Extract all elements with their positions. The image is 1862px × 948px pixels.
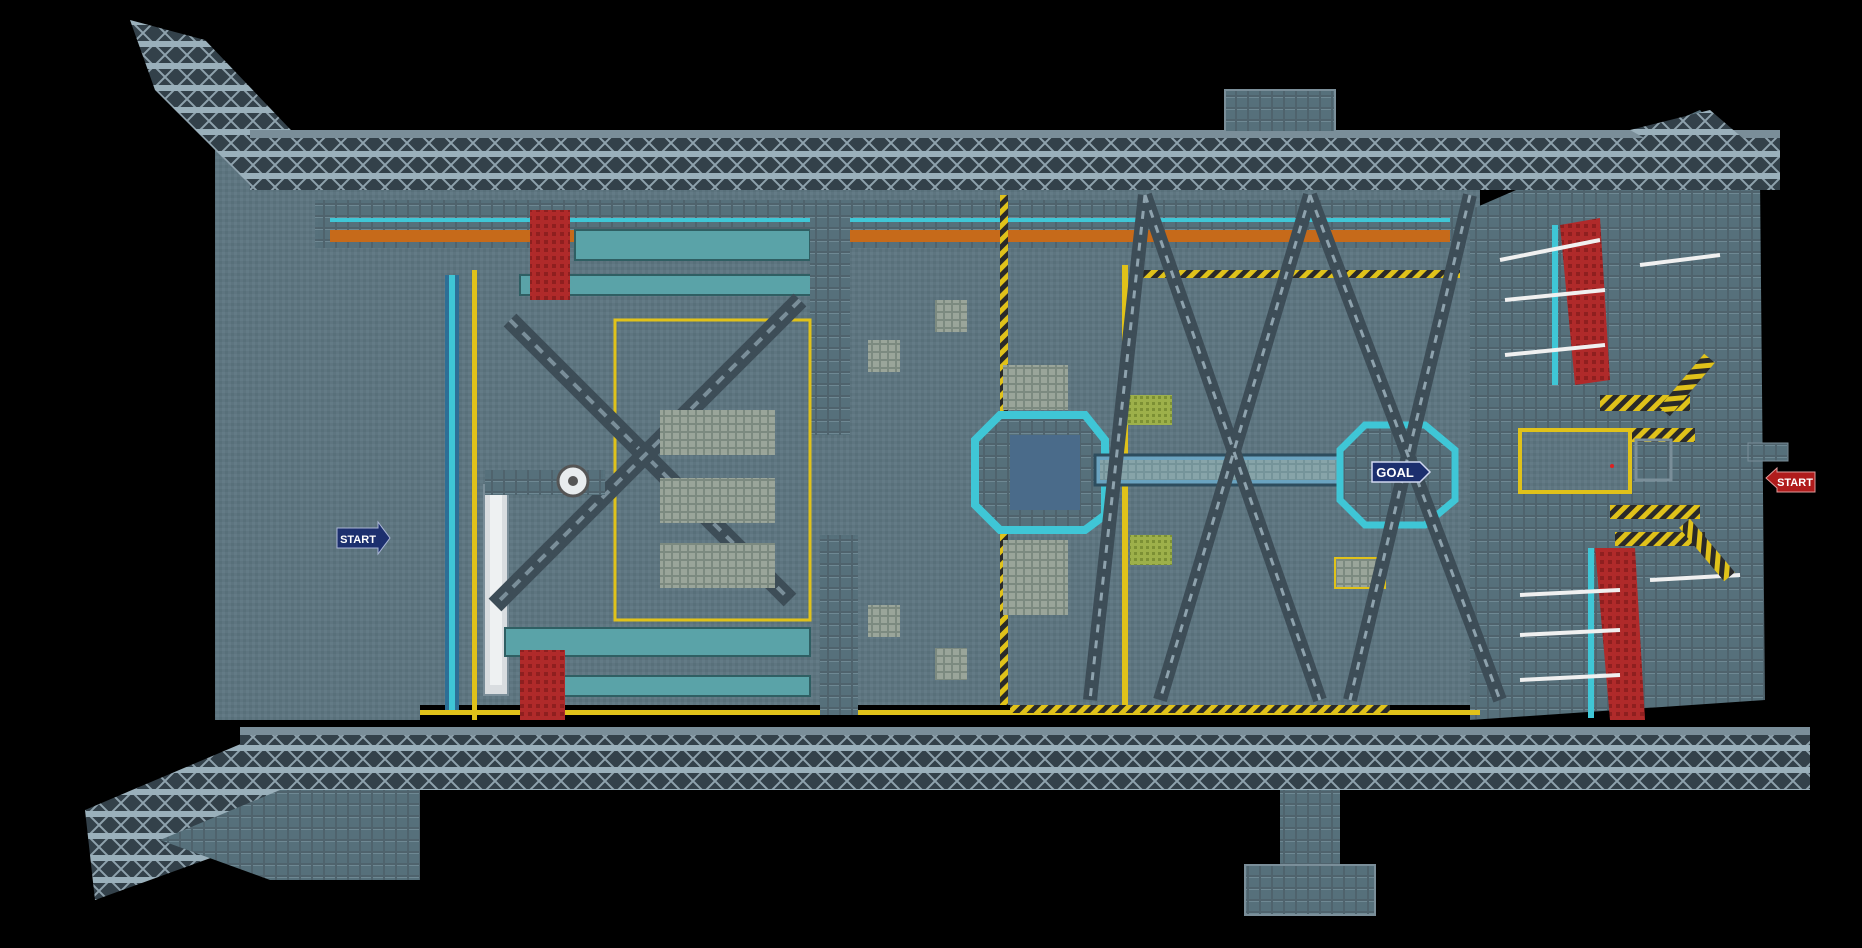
top-right-pipe-post bbox=[810, 205, 850, 435]
right-start-pad-frame bbox=[1634, 438, 1673, 482]
center-x-truss-light-4 bbox=[1308, 194, 1502, 701]
left-hazard-line bbox=[472, 270, 477, 720]
right-top-bleacher bbox=[1560, 218, 1610, 385]
top-truss-rail bbox=[250, 135, 1780, 190]
bottom-truss-rail bbox=[240, 730, 1810, 790]
inner-top-hazard-line bbox=[1130, 270, 1460, 278]
top-orange-stripe bbox=[330, 230, 1450, 242]
green-pad-bottom bbox=[1130, 535, 1172, 565]
bottom-pipe-beam bbox=[559, 675, 811, 697]
goal-sign-icon bbox=[1371, 461, 1432, 483]
left-x-truss-b bbox=[488, 293, 807, 612]
goal-label: GOAL bbox=[1376, 465, 1414, 480]
green-pad-top bbox=[1127, 395, 1172, 425]
floor-tile-3 bbox=[868, 605, 900, 637]
top-right-truss-corner bbox=[1630, 110, 1780, 180]
grate-panel-2 bbox=[660, 478, 775, 523]
start-right-sign[interactable]: START bbox=[1765, 466, 1816, 493]
bottom-left-red-wall bbox=[520, 650, 565, 720]
grate-panel-1 bbox=[660, 410, 775, 455]
bottom-truss-rail-cap bbox=[240, 727, 1810, 735]
left-octagon-core bbox=[1010, 435, 1080, 510]
bottom-right-pipe-post bbox=[820, 535, 858, 715]
floor-tile-4 bbox=[935, 648, 967, 680]
right-stand-area bbox=[1470, 110, 1765, 720]
floor-tile-2 bbox=[868, 340, 900, 372]
center-x-truss-light-5 bbox=[1348, 194, 1472, 701]
grate-panel-3 bbox=[660, 543, 775, 588]
goal-sign[interactable]: GOAL bbox=[1371, 461, 1432, 483]
right-top-bleacher-stripe bbox=[1552, 225, 1558, 385]
center-grate-block-top bbox=[1003, 365, 1068, 410]
top-platform bbox=[1224, 89, 1336, 133]
top-left-red-wall bbox=[530, 210, 570, 300]
center-grate-block-bottom bbox=[1003, 540, 1068, 615]
floor-tile-1 bbox=[935, 300, 967, 332]
start-left-label: START bbox=[340, 534, 376, 546]
inner-bottom-hazard-line bbox=[1010, 705, 1390, 713]
left-launch-strip-inner bbox=[490, 495, 502, 685]
stand-white-dashes bbox=[1499, 238, 1741, 682]
right-edge-stub bbox=[1747, 442, 1789, 462]
top-pipe-frame bbox=[574, 229, 811, 261]
right-start-pad-dot bbox=[1610, 464, 1614, 468]
top-cyan-stripe bbox=[330, 218, 1450, 222]
round-pad-center bbox=[568, 476, 578, 486]
bottom-platform bbox=[1244, 864, 1376, 916]
center-x-truss-light-3 bbox=[1158, 194, 1312, 701]
top-truss-rail-cap bbox=[250, 130, 1780, 138]
arrow-left-icon bbox=[1765, 466, 1816, 493]
bottom-left-plate-wall bbox=[160, 790, 420, 880]
center-x-truss-light-1 bbox=[1088, 194, 1147, 701]
start-right-label: START bbox=[1777, 477, 1813, 489]
bottom-hazard-line bbox=[420, 710, 1480, 715]
arrow-right-icon bbox=[336, 520, 391, 556]
left-blue-lane-core bbox=[449, 275, 455, 715]
left-approach-floor bbox=[215, 150, 420, 720]
bottom-platform-stem bbox=[1280, 790, 1340, 870]
right-start-pad bbox=[1518, 428, 1632, 494]
start-left-sign[interactable]: START bbox=[336, 520, 391, 556]
